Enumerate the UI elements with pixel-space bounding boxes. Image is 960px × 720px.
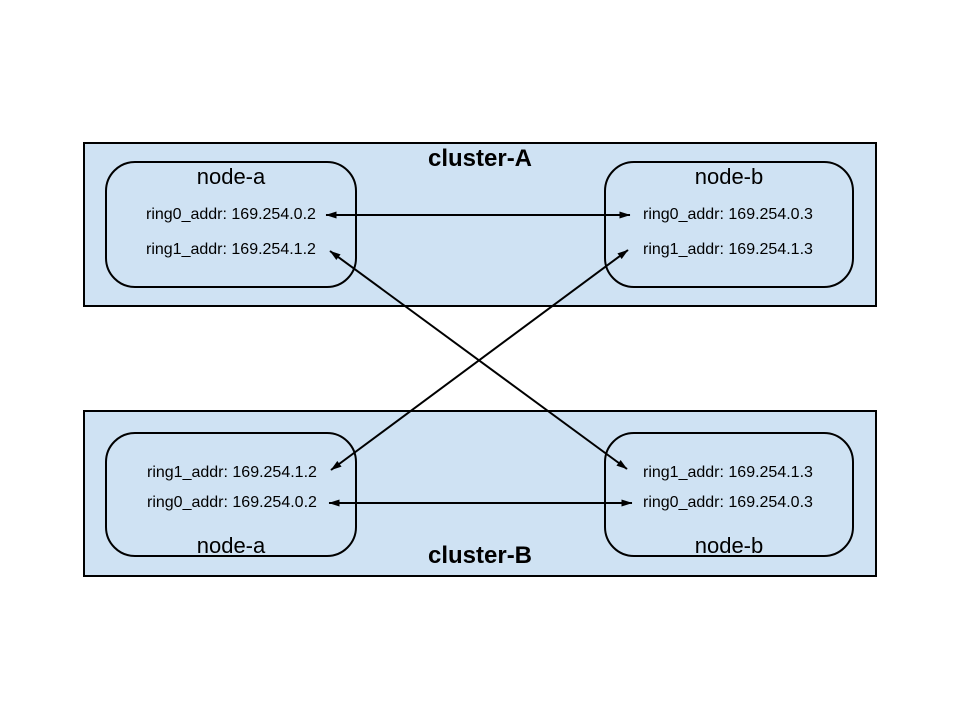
cluster-a-node-a-ring1-addr: ring1_addr: 169.254.1.2 [146,241,316,258]
cluster-a-node-a-box [105,161,357,288]
cluster-b-node-a-label: node-a [196,533,266,558]
cluster-b-node-a-ring1-addr: ring1_addr: 169.254.1.2 [147,464,317,481]
cluster-b-node-b-ring0-addr: ring0_addr: 169.254.0.3 [643,494,813,511]
cluster-a-node-a-ring0-addr: ring0_addr: 169.254.0.2 [146,206,316,223]
cluster-a-node-b-ring0-addr: ring0_addr: 169.254.0.3 [643,206,813,223]
cluster-b-node-b-ring1-addr: ring1_addr: 169.254.1.3 [643,464,813,481]
cluster-a-node-b-label: node-b [694,164,764,189]
cluster-b-node-b-box [604,432,854,557]
cluster-a-node-b-box [604,161,854,288]
cluster-b-node-b-label: node-b [694,533,764,558]
cluster-a-node-b-ring1-addr: ring1_addr: 169.254.1.3 [643,241,813,258]
cluster-a-node-a-label: node-a [196,164,266,189]
cluster-a-title: cluster-A [427,145,533,172]
cluster-b-node-a-ring0-addr: ring0_addr: 169.254.0.2 [147,494,317,511]
cluster-b-title: cluster-B [427,542,533,569]
cluster-b-node-a-box [105,432,357,557]
